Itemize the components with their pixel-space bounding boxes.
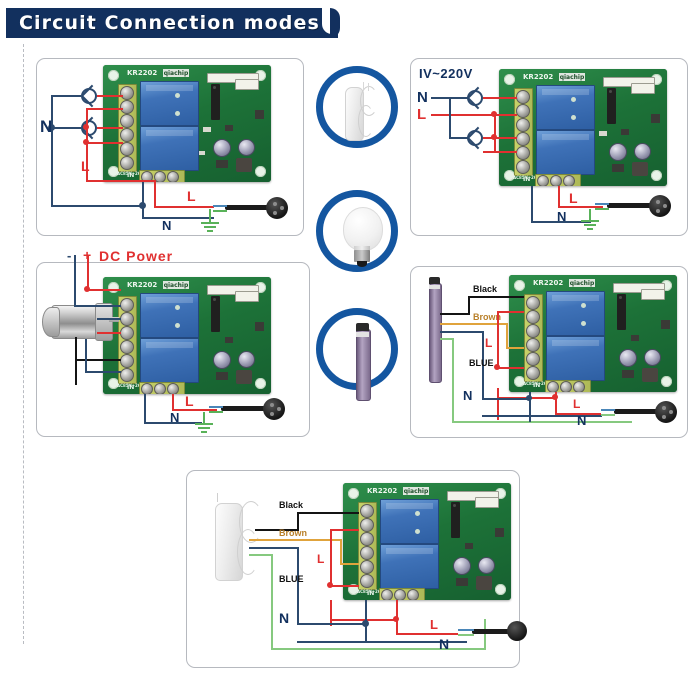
terminal-rating-silk: AC85V~265V xyxy=(117,171,147,176)
label-N-out: N xyxy=(557,209,567,224)
label-dc-power: DC Power xyxy=(99,248,174,264)
relay-1 xyxy=(140,293,199,338)
panel-pir-sensor: KR2202 qiachip AC85V~265V xyxy=(186,470,527,668)
input-silk: IN xyxy=(523,176,531,183)
label-live-out: L xyxy=(187,188,196,204)
capacitor-2 xyxy=(238,139,255,156)
pcb-model-silk: KR2202 xyxy=(367,487,398,495)
relay-2 xyxy=(140,126,199,171)
label-L-sensor: L xyxy=(317,552,325,566)
terminal-rating-silk: AC85V~265V xyxy=(117,383,147,388)
label-brown-wire: Brown xyxy=(473,312,501,322)
relay-2 xyxy=(380,544,439,589)
sensor-wire xyxy=(358,105,374,137)
panel-dc-power: DC Power - + KR2202 qiachip AC85V~265V xyxy=(36,248,310,437)
label-L-sensor: L xyxy=(485,336,493,350)
pcb-board: KR2202 qiachip AC85V~265V xyxy=(509,275,677,392)
pcb-model-silk: KR2202 xyxy=(127,69,158,77)
power-plug-icon xyxy=(263,398,285,420)
terminal-rating-silk: AC85V~265V xyxy=(523,381,553,386)
label-live-1: L xyxy=(81,158,90,174)
label-L-out: L xyxy=(573,397,581,411)
label-minus: - xyxy=(67,248,72,263)
pcb-brand-silk: qiachip xyxy=(163,69,189,77)
label-black-wire: Black xyxy=(279,500,304,510)
label-neutral-input: N xyxy=(40,117,53,136)
relay-2 xyxy=(140,338,199,383)
pcb-board: KR2202 qiachip AC85V~265V xyxy=(499,69,667,186)
power-plug-icon xyxy=(507,621,527,641)
pcb-board: KR2202 qiachip AC85V~265V xyxy=(343,483,511,600)
label-N-out: N xyxy=(577,413,587,428)
panel-tube-sensor: KR2202 qiachip AC85V~265V xyxy=(410,266,688,438)
inductor xyxy=(236,158,252,172)
junction-dot xyxy=(48,124,55,131)
pcb-board: KR2202 qiachip AC85V~265V xyxy=(103,65,271,182)
label-N-out: N xyxy=(170,410,180,425)
label-blue-wire: BLUE xyxy=(279,574,304,584)
tube-lamp-icon-ring xyxy=(316,308,398,401)
label-neutral-out: N xyxy=(162,218,172,233)
capacitor-1 xyxy=(213,139,231,157)
pcb-brand-silk: qiachip xyxy=(569,279,595,287)
tube-lamp-icon xyxy=(429,283,442,383)
panel-title-iv220: IV~220V xyxy=(419,66,473,81)
banner-tail xyxy=(330,8,340,38)
relay-1 xyxy=(140,81,199,126)
power-plug-icon xyxy=(649,195,671,217)
input-silk: IN xyxy=(533,382,541,389)
label-N-out: N xyxy=(439,636,450,652)
page-title: Circuit Connection modes xyxy=(19,12,320,34)
label-blue-wire: BLUE xyxy=(469,358,494,368)
relay-2 xyxy=(536,130,595,175)
pir-sensor-icon-ring xyxy=(316,66,398,148)
label-N-input: N xyxy=(417,89,428,106)
wire-live-lamp1 xyxy=(97,95,123,97)
panel-iv-220v: IV~220V KR2202 qiachip AC85V~265V xyxy=(410,58,688,236)
relay-1 xyxy=(380,499,439,544)
label-black-wire: Black xyxy=(473,284,498,294)
label-L-input: L xyxy=(417,106,427,123)
label-brown-wire: Brown xyxy=(279,528,307,538)
power-plug-icon xyxy=(266,197,288,219)
light-bulb-icon-ring xyxy=(316,190,398,272)
wire-live-lamp2 xyxy=(97,127,123,129)
pin-header xyxy=(207,73,259,83)
terminal-rating-silk: AC85V~265V xyxy=(357,589,387,594)
label-L-out: L xyxy=(430,617,438,632)
title-banner: Circuit Connection modes xyxy=(6,8,336,38)
power-plug-icon xyxy=(655,401,677,423)
input-silk: IN xyxy=(127,172,135,179)
pcb-model-silk: KR2202 xyxy=(127,281,158,289)
pcb-board: KR2202 qiachip AC85V~265V xyxy=(103,277,271,394)
terminal-rating-silk: AC85V~265V xyxy=(513,175,543,180)
wire-neutral-top xyxy=(51,95,81,97)
label-N-sensor: N xyxy=(463,388,473,403)
input-silk: IN xyxy=(367,590,375,597)
input-silk: IN xyxy=(127,384,135,391)
label-N-sensor: N xyxy=(279,610,290,626)
left-guide-line xyxy=(23,44,24,644)
relay-1 xyxy=(536,85,595,130)
relay-1 xyxy=(546,291,605,336)
panel-two-lamp-ac: KR2202 qiachip AC85V~265V xyxy=(36,58,304,236)
tube-lamp-icon xyxy=(356,329,371,401)
wire-neutral-mid xyxy=(51,127,81,129)
pcb-model-silk: KR2202 xyxy=(533,279,564,287)
pcb-model-silk: KR2202 xyxy=(523,73,554,81)
pcb-brand-silk: qiachip xyxy=(559,73,585,81)
relay-2 xyxy=(546,336,605,381)
pcb-brand-silk: qiachip xyxy=(403,487,429,495)
label-L-out: L xyxy=(569,190,578,206)
light-bulb-icon xyxy=(343,207,383,251)
label-L-out: L xyxy=(185,393,194,409)
mcu-ic xyxy=(211,84,220,120)
pcb-brand-silk: qiachip xyxy=(163,281,189,289)
